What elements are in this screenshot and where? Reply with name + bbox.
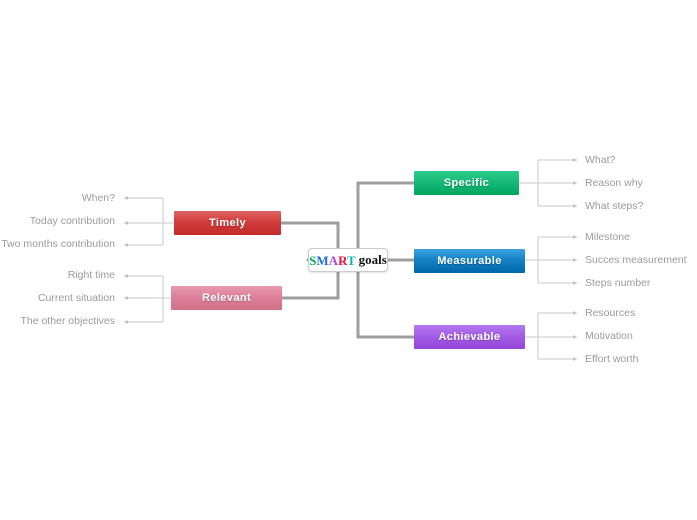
- leaf-wires-measurable: [525, 235, 578, 285]
- leaf-achievable-3[interactable]: Effort worth: [585, 353, 639, 365]
- branch-node-specific[interactable]: Specific: [414, 171, 519, 195]
- leaf-wires-achievable: [525, 311, 578, 361]
- leaf-achievable-2[interactable]: Motivation: [585, 330, 633, 342]
- leaf-wires-timely: [123, 196, 174, 247]
- leaf-relevant-3[interactable]: The other objectives: [20, 315, 115, 327]
- branch-label-timely: Timely: [208, 217, 247, 229]
- smart-letter-t: T: [347, 252, 356, 268]
- leaf-timely-3[interactable]: Two months contribution: [1, 238, 115, 250]
- leaf-relevant-2[interactable]: Current situation: [37, 292, 115, 304]
- branch-node-relevant[interactable]: Relevant: [171, 286, 282, 310]
- leaf-timely-1[interactable]: When?: [81, 192, 115, 204]
- center-smart-acronym: SMART: [309, 254, 356, 267]
- branch-label-specific: Specific: [443, 177, 490, 189]
- smart-letter-m: M: [316, 252, 329, 268]
- branch-node-achievable[interactable]: Achievable: [414, 325, 525, 349]
- branch-label-measurable: Measurable: [437, 255, 502, 267]
- branch-node-timely[interactable]: Timely: [174, 211, 281, 235]
- smart-letter-r: R: [338, 252, 347, 268]
- leaf-specific-1[interactable]: What?: [585, 154, 616, 166]
- leaf-measurable-3[interactable]: Steps number: [585, 277, 651, 289]
- leaf-timely-2[interactable]: Today contribution: [29, 215, 115, 227]
- smart-letter-a: A: [328, 252, 339, 268]
- leaf-achievable-1[interactable]: Resources: [585, 307, 636, 319]
- leaf-wires-relevant: [123, 274, 171, 324]
- leaf-measurable-1[interactable]: Milestone: [585, 231, 630, 243]
- leaf-specific-2[interactable]: Reason why: [585, 177, 643, 189]
- leaf-specific-3[interactable]: What steps?: [585, 200, 644, 212]
- branch-label-relevant: Relevant: [201, 292, 252, 304]
- branch-node-measurable[interactable]: Measurable: [414, 249, 525, 273]
- leaf-measurable-2[interactable]: Succes measurement: [585, 254, 687, 266]
- branch-label-achievable: Achievable: [438, 331, 501, 343]
- leaf-wires-specific: [519, 158, 578, 208]
- leaf-relevant-1[interactable]: Right time: [67, 269, 115, 281]
- center-goals-word: goals: [358, 252, 387, 267]
- smart-letter-s: S: [309, 252, 317, 268]
